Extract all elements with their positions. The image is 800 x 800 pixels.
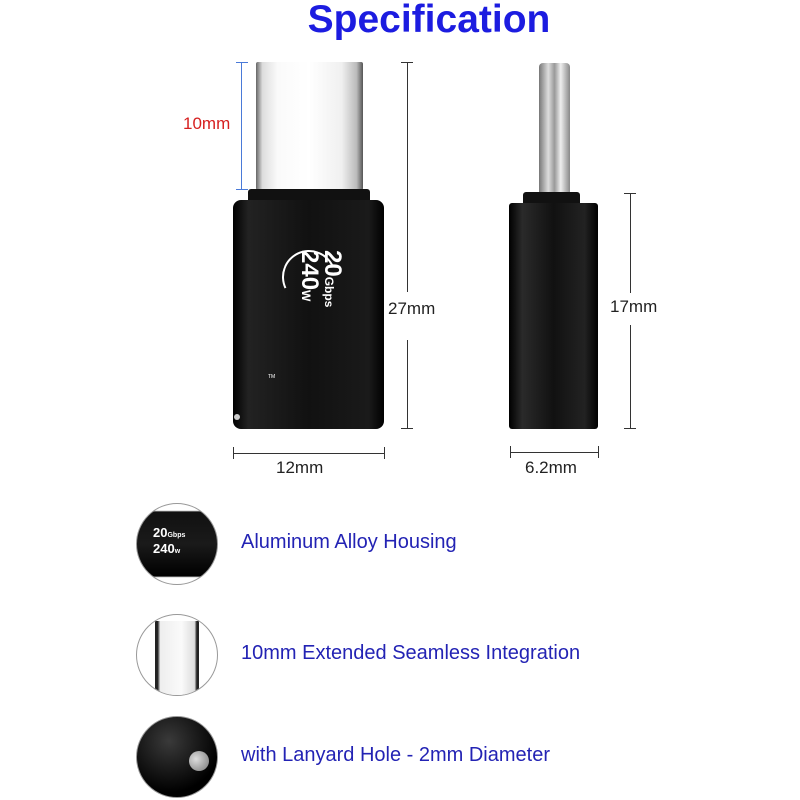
width-line bbox=[233, 453, 385, 454]
collar-side bbox=[523, 192, 580, 204]
plug-length-line bbox=[241, 62, 242, 190]
lanyard-hole-closeup-icon bbox=[136, 716, 218, 798]
plug-collar bbox=[248, 189, 370, 201]
speed-unit: Gbps bbox=[322, 276, 336, 308]
usb-c-plug bbox=[256, 62, 363, 190]
feature-label: with Lanyard Hole - 2mm Diameter bbox=[241, 744, 550, 766]
lanyard-hole bbox=[234, 414, 240, 420]
plug-side bbox=[539, 63, 570, 193]
total-length-label: 27mm bbox=[388, 297, 436, 321]
plug-closeup-icon bbox=[136, 614, 218, 696]
plug-length-label: 10mm bbox=[183, 114, 231, 133]
body-side bbox=[509, 203, 598, 429]
body-length-label: 17mm bbox=[610, 297, 658, 316]
tm-mark: TM bbox=[268, 374, 276, 380]
power-value: 240 bbox=[296, 250, 323, 291]
feature-label: 10mm Extended Seamless Integration bbox=[241, 642, 581, 664]
thickness-line bbox=[510, 452, 599, 453]
speed-value: 20 bbox=[319, 250, 346, 277]
body-length-line bbox=[630, 193, 631, 293]
page-title: Specification bbox=[307, 0, 551, 41]
product-logo: 20Gbps 240W TM bbox=[262, 240, 362, 380]
feature-label: Aluminum Alloy Housing bbox=[241, 531, 457, 553]
width-label: 12mm bbox=[276, 458, 324, 477]
total-length-line bbox=[407, 62, 408, 152]
aluminum-body bbox=[233, 200, 384, 429]
power-unit: W bbox=[299, 290, 313, 302]
thickness-label: 6.2mm bbox=[525, 458, 577, 477]
